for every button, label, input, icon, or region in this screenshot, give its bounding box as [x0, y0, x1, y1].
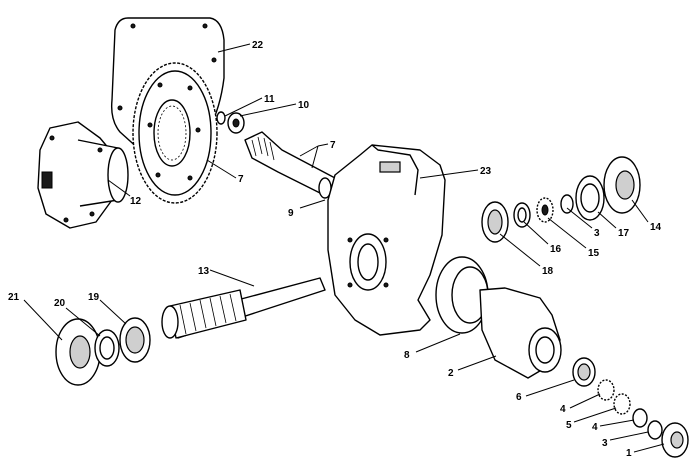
callout-7-pinion: 7: [330, 140, 336, 151]
part-4-nut-lower: [632, 408, 648, 428]
part-11-nut: [216, 111, 226, 125]
callout-12: 12: [130, 196, 142, 207]
part-14-cover: [603, 156, 641, 214]
callout-11: 11: [264, 94, 275, 105]
part-18-bearing: [481, 201, 509, 243]
part-7-ring-gear: [132, 62, 218, 204]
part-3-spacer-lower: [647, 420, 663, 440]
part-15-nut: [536, 197, 554, 223]
callout-3-upper: 3: [594, 228, 600, 239]
callout-7-ring-gear: 7: [238, 174, 244, 185]
callout-labels: 22 11 10 7 7 12 23 9 14 17 3 15 16 18 13…: [8, 40, 662, 459]
part-4-nut-upper: [597, 379, 615, 401]
callout-6: 6: [516, 392, 522, 403]
callout-16: 16: [550, 244, 562, 255]
callout-14: 14: [650, 222, 662, 233]
part-20-seal: [94, 329, 120, 367]
callout-13: 13: [198, 266, 210, 277]
callout-20: 20: [54, 298, 66, 309]
callout-3-lower: 3: [602, 438, 608, 449]
callout-5: 5: [566, 420, 572, 431]
part-19-bearing: [119, 317, 151, 363]
part-10-bearing: [227, 112, 245, 134]
callout-4-upper: 4: [560, 404, 566, 415]
part-12-flange-housing: [37, 121, 129, 229]
part-8-gasket: [435, 256, 489, 334]
callout-21: 21: [8, 292, 20, 303]
part-13-shaft: [161, 277, 326, 339]
part-6-bearing: [572, 357, 596, 387]
part-7-pinion-shaft: [244, 131, 343, 199]
part-23-main-housing: [327, 144, 446, 336]
callout-23: 23: [480, 166, 492, 177]
part-5-washer: [613, 393, 631, 415]
callout-22: 22: [252, 40, 264, 51]
callout-17: 17: [618, 228, 630, 239]
part-16-seal: [513, 202, 531, 228]
callout-1: 1: [626, 448, 632, 459]
part-17-gasket: [575, 175, 605, 221]
callout-15: 15: [588, 248, 600, 259]
callout-19: 19: [88, 292, 100, 303]
callout-2: 2: [448, 368, 454, 379]
callout-10: 10: [298, 100, 310, 111]
callout-9: 9: [288, 208, 294, 219]
part-2-output-housing: [479, 287, 562, 379]
leader-lines: [23, 43, 665, 453]
part-3-spacer-upper: [560, 194, 574, 214]
callout-4-lower: 4: [592, 422, 598, 433]
part-21-flange: [55, 318, 101, 386]
callout-18: 18: [542, 266, 554, 277]
callout-8: 8: [404, 350, 410, 361]
part-1-end-cap: [661, 422, 689, 458]
